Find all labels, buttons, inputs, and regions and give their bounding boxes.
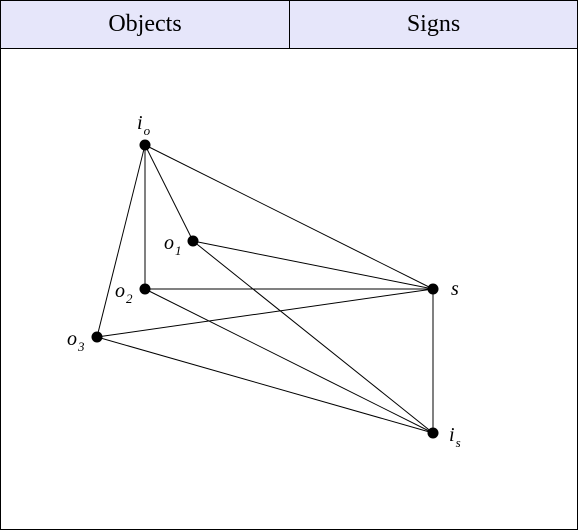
node-is	[427, 427, 439, 439]
edge-io-o1	[144, 144, 194, 242]
edge-o1-is	[192, 240, 434, 434]
label-o2: o2	[115, 280, 133, 306]
label-is: is	[449, 424, 461, 450]
node-io	[139, 139, 151, 151]
graph-diagram: io o1 o2 o3 s is	[67, 112, 461, 450]
label-io: io	[137, 112, 151, 138]
edge-o3-is	[96, 336, 434, 434]
edge-io-s	[144, 144, 434, 290]
edges	[96, 144, 434, 434]
objects-column-header: Objects	[1, 1, 290, 48]
header-row: Objects Signs	[1, 1, 577, 49]
edge-o3-s	[96, 288, 434, 338]
edge-io-o3	[96, 144, 146, 338]
node-o3	[91, 331, 103, 343]
node-o1	[187, 235, 199, 247]
signs-column-header: Signs	[406, 11, 461, 37]
label-o3: o3	[67, 328, 85, 354]
edge-o1-s	[192, 240, 434, 290]
node-s	[427, 283, 439, 295]
edge-o2-is	[144, 288, 434, 434]
label-o1: o1	[164, 232, 182, 258]
node-o2	[139, 283, 151, 295]
node-labels: io o1 o2 o3 s is	[67, 112, 461, 450]
nodes	[91, 139, 439, 439]
label-s: s	[451, 278, 459, 300]
